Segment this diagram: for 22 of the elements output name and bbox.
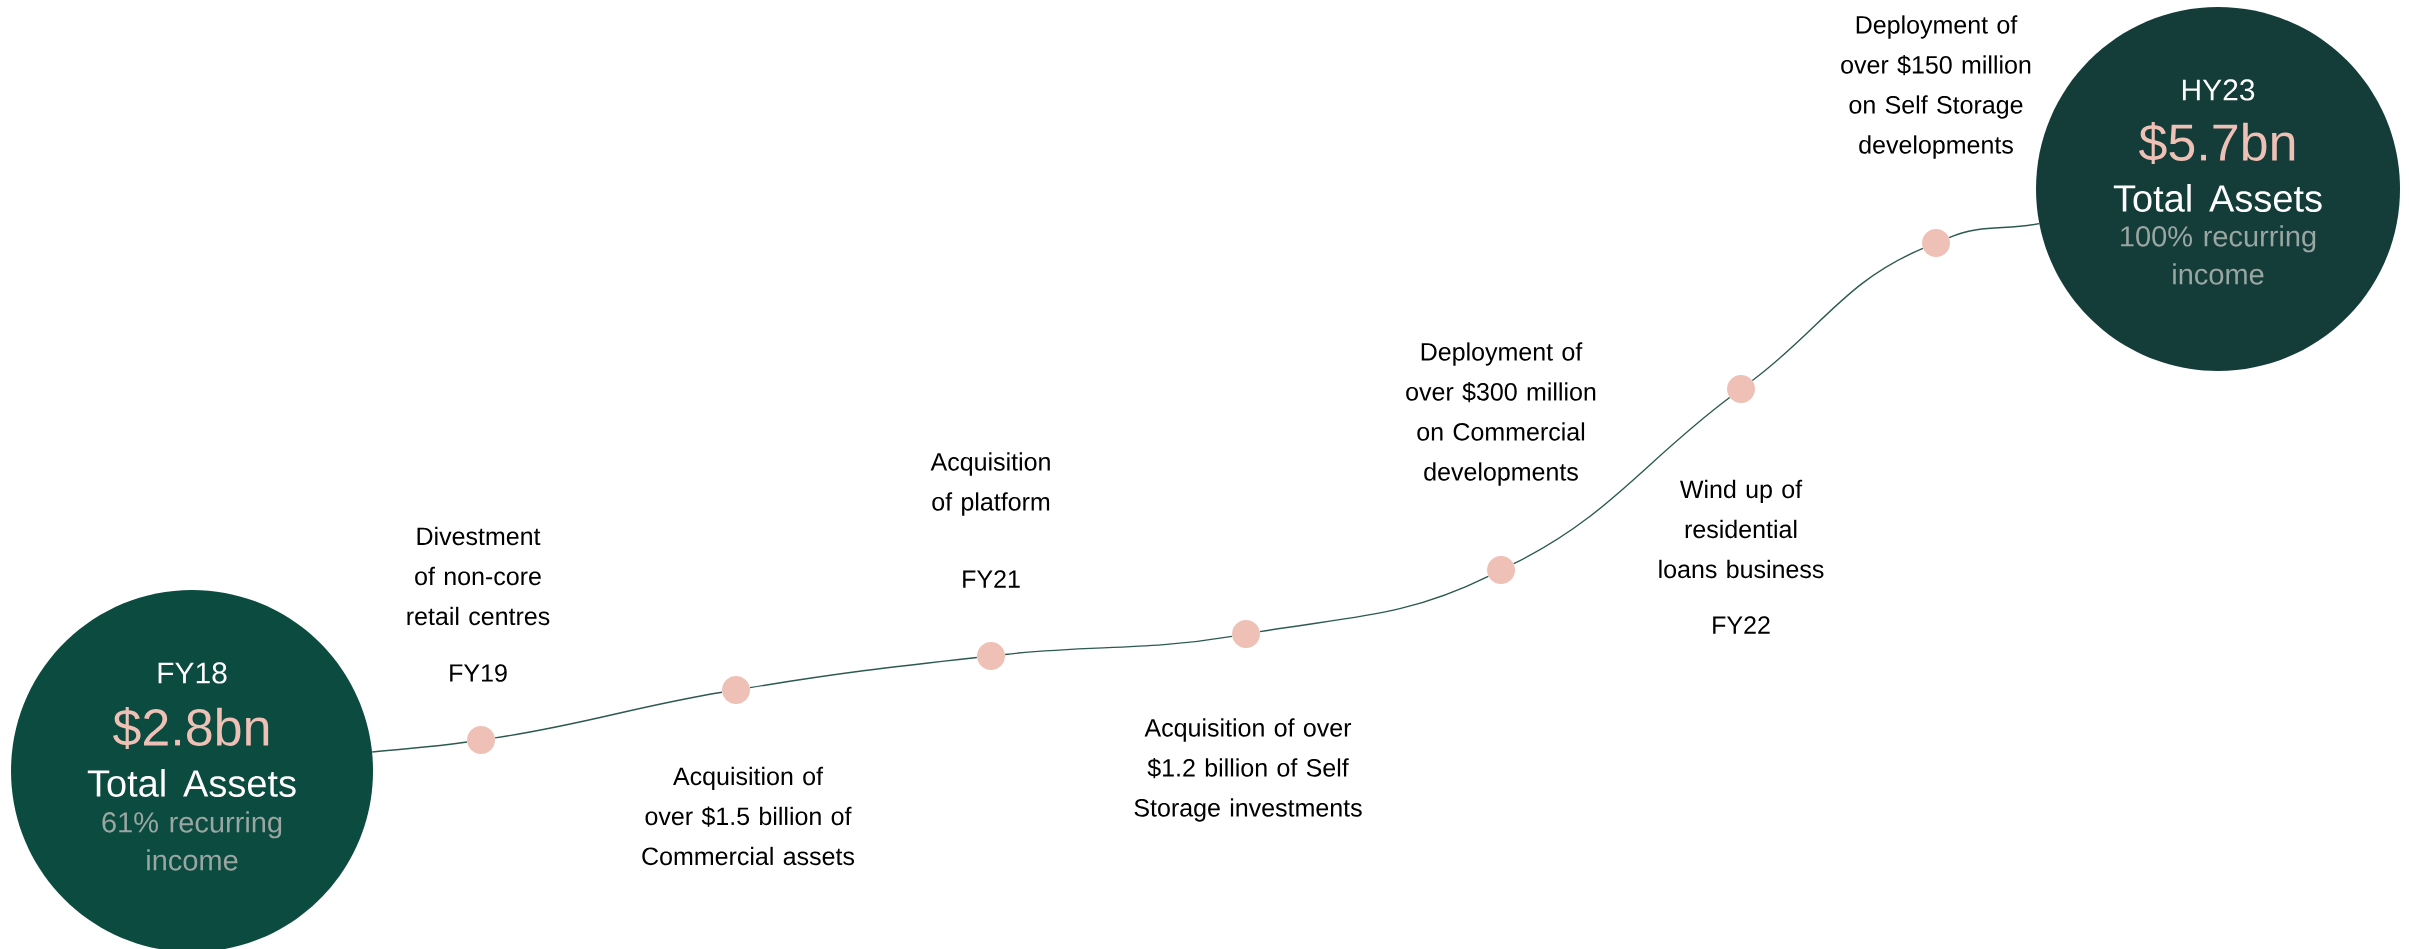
timeline-curve <box>1259 575 1489 633</box>
milestone-dot <box>467 726 495 754</box>
milestone-dot <box>1727 375 1755 403</box>
milestone-text: Deployment of over $300 million on Commercial developments <box>1406 342 1596 486</box>
timeline-curve <box>749 656 978 689</box>
milestone-dot <box>722 676 750 704</box>
milestone-text: Acquisition of platform <box>930 452 1050 516</box>
year-label: FY19 <box>450 664 507 682</box>
timeline-curve <box>1513 396 1731 565</box>
milestone-dot <box>1922 229 1950 257</box>
timeline-curve <box>494 691 723 739</box>
milestone-text: Wind up of residential loans business <box>1659 479 1824 579</box>
milestone-dot <box>1232 620 1260 648</box>
milestone-text: Divestment of non-core retail centres <box>407 526 550 626</box>
milestone-text: Deployment of over $150 million on Self Storage developments <box>1841 15 2031 159</box>
timeline-curve <box>1948 222 2040 239</box>
milestone-dot <box>977 642 1005 670</box>
timeline-curve <box>371 741 468 753</box>
milestone-dot <box>1487 556 1515 584</box>
timeline-curve <box>1004 635 1233 656</box>
timeline-curve <box>1751 247 1924 382</box>
year-label: FY22 <box>1713 616 1770 634</box>
